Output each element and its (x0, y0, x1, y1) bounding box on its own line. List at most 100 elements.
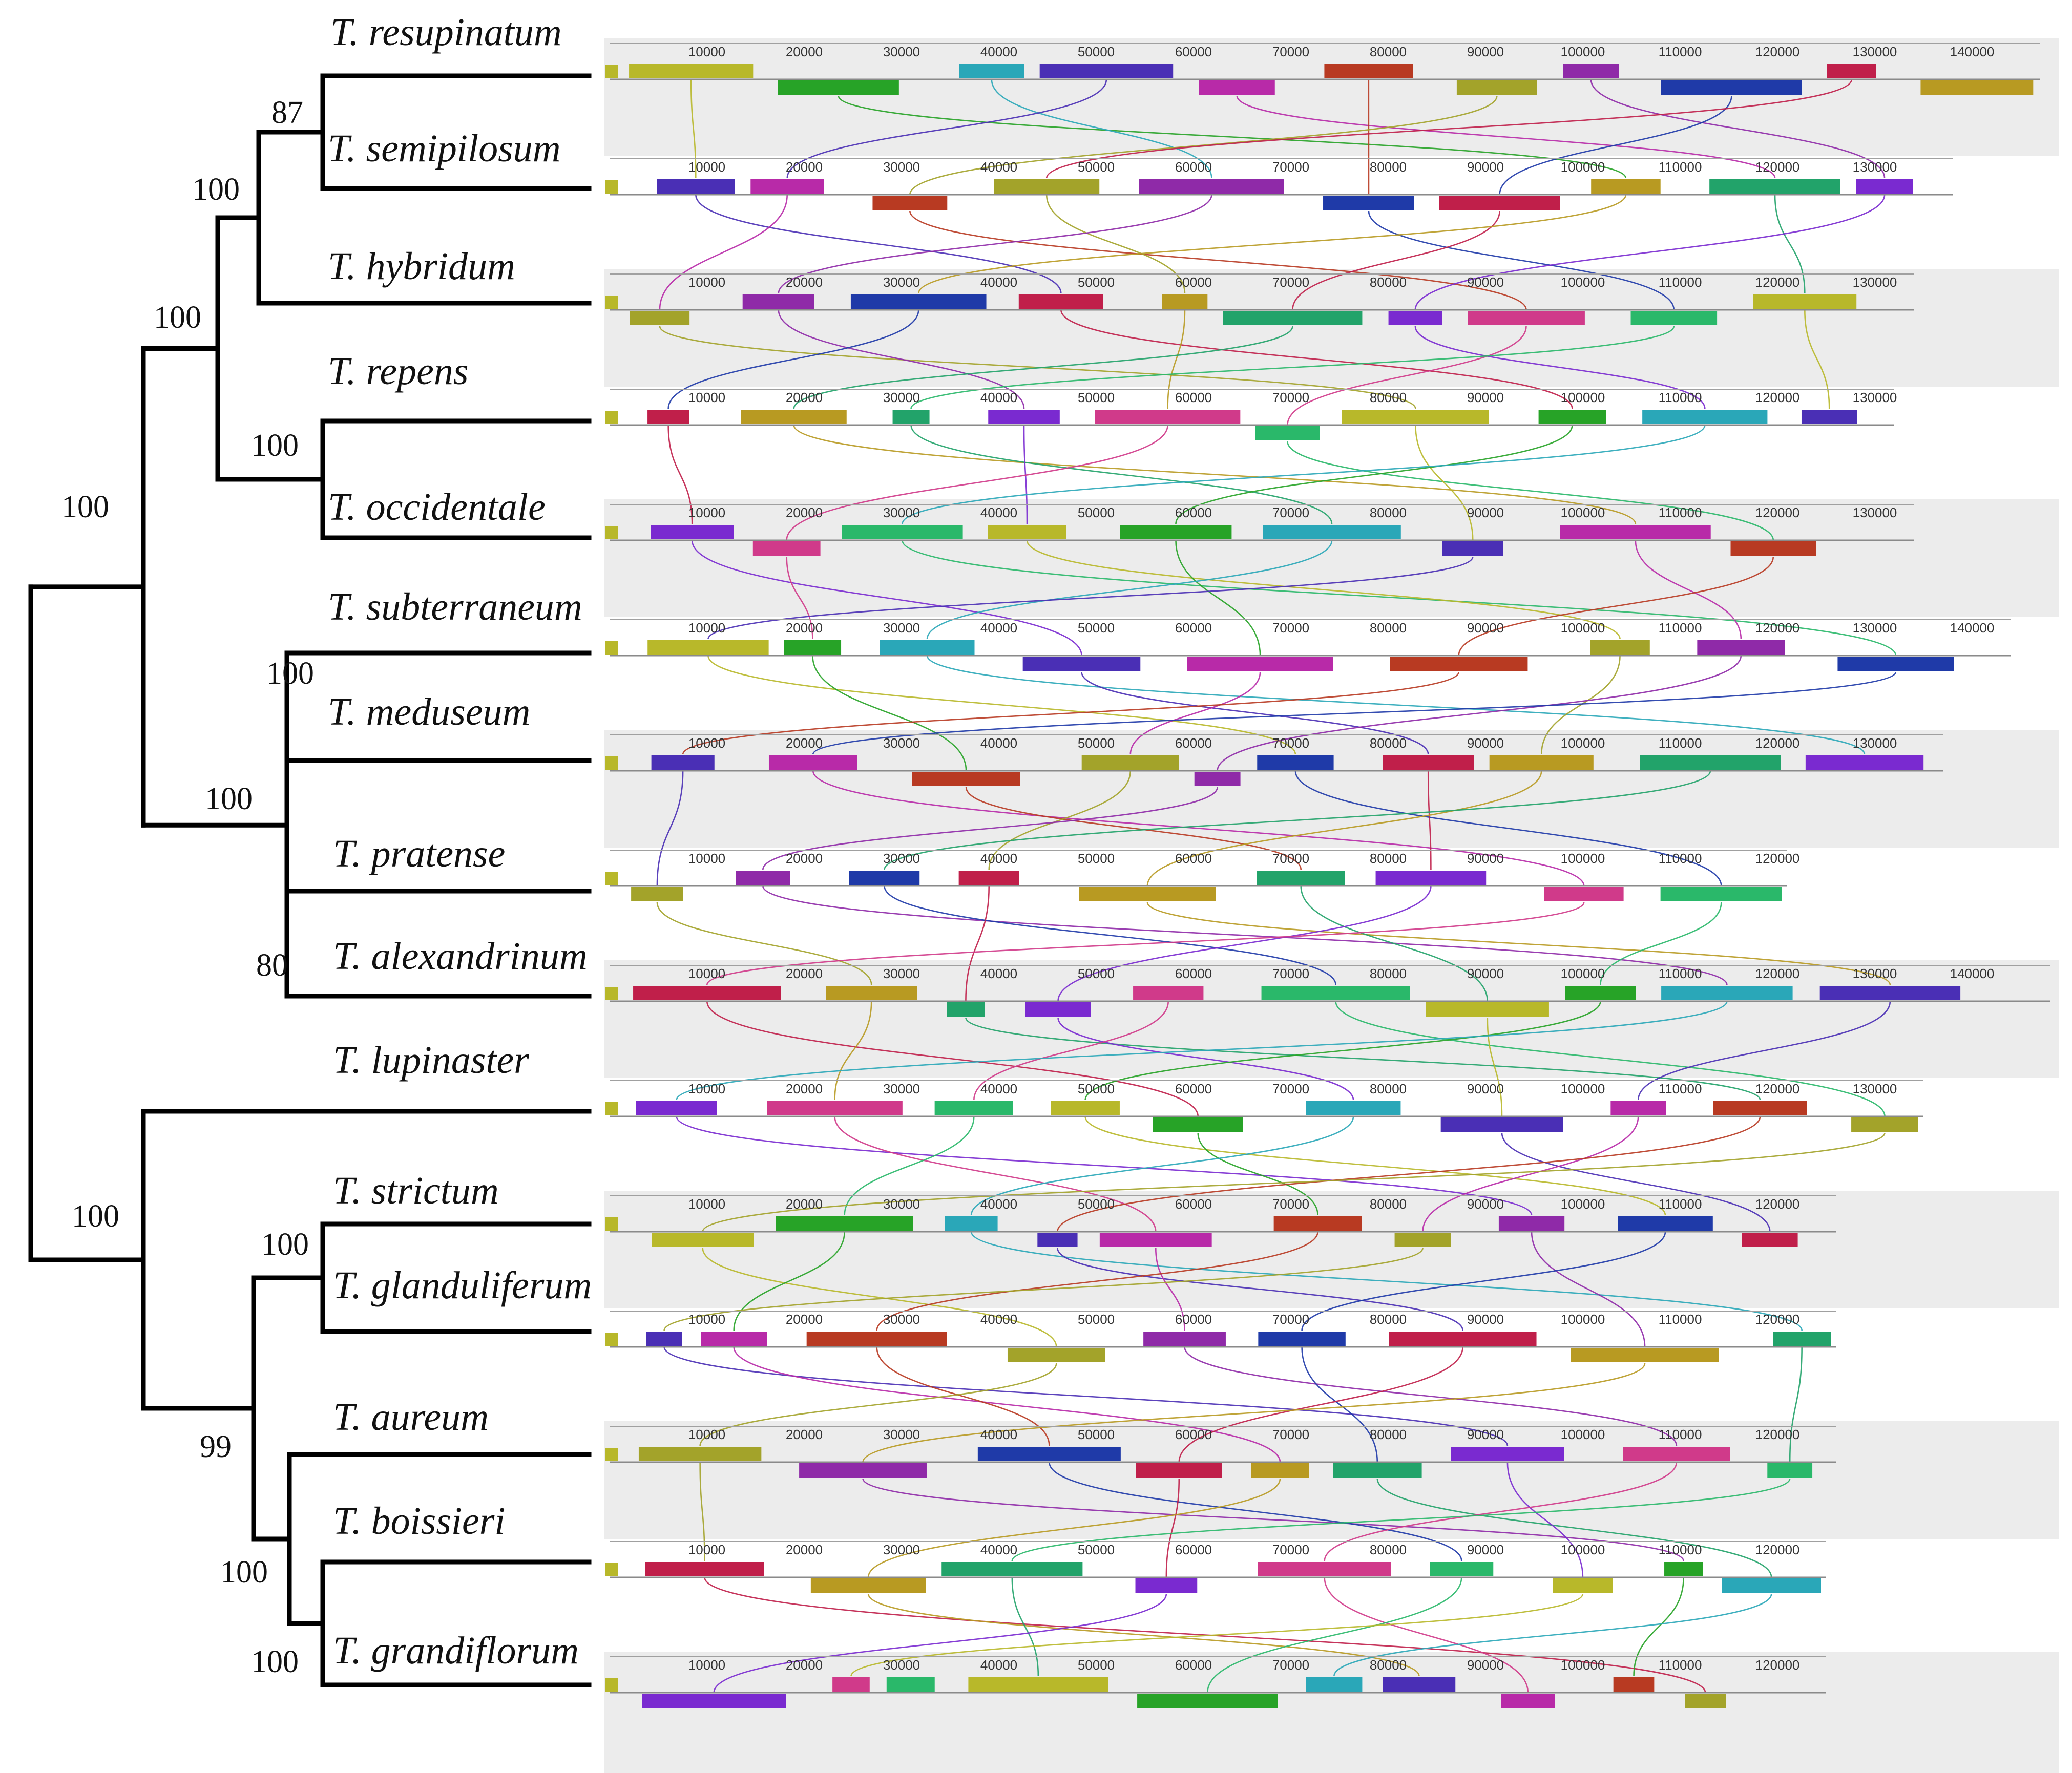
lcb-connector (1184, 1346, 1678, 1446)
lcb-block (959, 64, 1024, 78)
lcb-block (1375, 871, 1487, 885)
tick-label: 40000 (980, 275, 1017, 290)
lcb-connector (844, 1116, 975, 1216)
lcb-connector (862, 1478, 1684, 1561)
lcb-connector (1165, 1478, 1180, 1578)
tick-label: 60000 (1175, 851, 1212, 866)
lcb-connector (970, 1116, 1354, 1216)
tick-label: 30000 (883, 275, 920, 290)
tick-label: 30000 (883, 390, 920, 405)
lcb-block (1135, 1578, 1198, 1593)
tick-label: 80000 (1370, 44, 1407, 59)
lcb-block (1258, 1562, 1391, 1576)
tick-label: 50000 (1078, 1542, 1115, 1557)
lcb-block (1767, 1463, 1813, 1478)
tick-label: 70000 (1272, 159, 1309, 175)
lcb-block (735, 871, 790, 885)
tick-label: 110000 (1659, 620, 1702, 636)
lcb-block (1143, 1332, 1226, 1346)
lcb-block (1753, 294, 1857, 309)
support-value: 100 (154, 300, 201, 335)
tick-label: 90000 (1467, 1542, 1504, 1557)
lcb-block (849, 871, 920, 885)
lcb-block (1263, 525, 1401, 539)
lcb-block (605, 526, 618, 539)
lcb-block (1685, 1694, 1726, 1708)
tick-label: 20000 (786, 1427, 823, 1442)
lcb-block (1223, 311, 1363, 325)
lcb-block (1553, 1578, 1613, 1593)
lcb-block (1389, 1332, 1537, 1346)
lcb-connector (965, 885, 990, 1002)
phylogenetic-tree (28, 73, 592, 1687)
lcb-block (1273, 1216, 1362, 1231)
lcb-block (1489, 755, 1594, 770)
lcb-block (1661, 986, 1793, 1000)
lcb-block (1613, 1677, 1655, 1692)
tick-label: 50000 (1078, 505, 1115, 520)
lcb-block (1133, 986, 1204, 1000)
lcb-block (1136, 1463, 1222, 1478)
lcb-block (1697, 640, 1785, 655)
taxon-label: T. pratense (333, 832, 505, 875)
taxon-label: T. lupinaster (333, 1039, 529, 1082)
lcb-block (958, 871, 1019, 885)
lcb-block (605, 872, 618, 885)
lcb-connector (1057, 885, 1432, 1002)
lcb-connector (1427, 770, 1432, 870)
tick-label: 40000 (980, 44, 1017, 59)
lcb-block (630, 311, 690, 325)
lcb-connector (1414, 326, 1706, 409)
tick-label: 20000 (786, 1542, 823, 1557)
lcb-block (1456, 80, 1537, 95)
lcb-connector (926, 540, 1333, 640)
row-band (604, 730, 2059, 848)
lcb-block (988, 525, 1066, 539)
lcb-block (647, 640, 769, 655)
tick-label: 90000 (1467, 620, 1504, 636)
lcb-connector (1499, 95, 1732, 195)
tick-label: 110000 (1659, 1196, 1702, 1212)
taxon-label: T. strictum (333, 1169, 499, 1212)
tick-label: 90000 (1467, 1657, 1504, 1673)
tick-label: 100000 (1561, 1427, 1605, 1442)
lcb-connector (1155, 1248, 1185, 1331)
lcb-connector (733, 1346, 1281, 1463)
tick-label: 30000 (883, 620, 920, 636)
lcb-block (605, 411, 618, 424)
tick-label: 10000 (688, 505, 725, 520)
lcb-connector (704, 1577, 1706, 1693)
lcb-block (605, 296, 618, 309)
support-value: 99 (200, 1429, 232, 1464)
tick-label: 130000 (1853, 390, 1897, 405)
taxon-label: T. alexandrinum (333, 935, 588, 978)
tick-label: 80000 (1370, 1312, 1407, 1327)
lcb-block (842, 525, 963, 539)
tick-label: 80000 (1370, 966, 1407, 981)
support-value: 100 (205, 782, 253, 816)
lcb-block (1187, 657, 1333, 671)
lcb-block (651, 525, 734, 539)
lcb-block (1722, 1578, 1821, 1593)
tick-label: 60000 (1175, 1081, 1212, 1096)
tick-label: 40000 (980, 1427, 1017, 1442)
tick-label: 10000 (688, 1542, 725, 1557)
lcb-connector (1415, 425, 1474, 541)
lcb-connector (1197, 1132, 1318, 1216)
lcb-connector (656, 902, 872, 985)
tick-label: 120000 (1755, 159, 1800, 175)
lcb-block (605, 756, 618, 770)
tick-label: 20000 (786, 735, 823, 751)
tick-label: 70000 (1272, 851, 1309, 866)
lcb-block (912, 772, 1020, 786)
lcb-connector (1506, 1462, 1584, 1578)
tick-label: 60000 (1175, 966, 1212, 981)
lcb-connector (1081, 671, 1429, 755)
support-value: 100 (220, 1555, 268, 1590)
lcb-block (1390, 657, 1528, 671)
